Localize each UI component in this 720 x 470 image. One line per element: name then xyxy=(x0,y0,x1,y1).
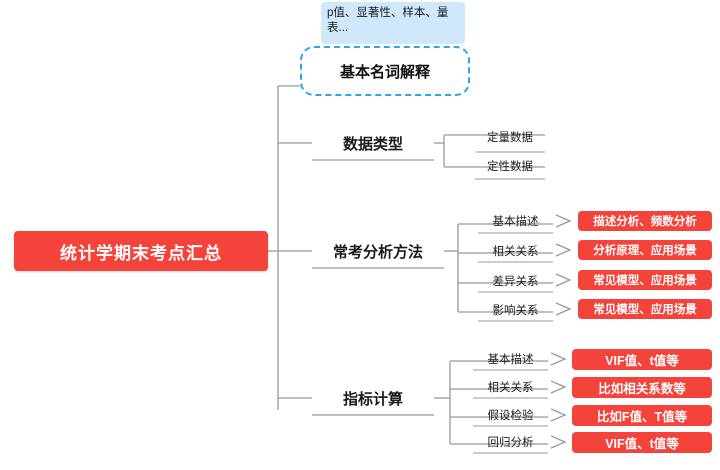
sub-node-label: 相关关系 xyxy=(487,381,534,394)
branch-label: 数据类型 xyxy=(342,135,403,153)
sub-node-label: 定量数据 xyxy=(487,132,533,144)
sub-node-相关关系-2[interactable]: 相关关系 xyxy=(473,376,548,397)
sub-node-基本描述-2[interactable]: 基本描述 xyxy=(473,348,548,369)
sub-node-label: 差异关系 xyxy=(492,275,539,288)
result-node-label: 常见模型、应用场景 xyxy=(593,304,697,316)
result-node-label: 描述分析、频数分析 xyxy=(593,216,697,228)
sub-node-label: 相关关系 xyxy=(492,245,539,258)
sub-node-差异关系[interactable]: 差异关系 xyxy=(478,270,553,291)
branch-node-指标计算[interactable]: 指标计算 xyxy=(312,385,434,411)
sub-node-相关关系[interactable]: 相关关系 xyxy=(478,240,553,261)
result-node-label: 分析原理、应用场景 xyxy=(593,245,697,257)
sub-node-定量数据[interactable]: 定量数据 xyxy=(475,126,545,148)
result-node-vif值t值等-1[interactable]: VIF值、t值等 xyxy=(572,349,712,370)
result-node-vif值t值等-2[interactable]: VIF值、t值等 xyxy=(572,432,712,453)
sub-node-label: 基本描述 xyxy=(492,215,539,228)
branch-node-常考分析方法[interactable]: 常考分析方法 xyxy=(312,238,444,264)
result-node-label: 比如F值、T值等 xyxy=(596,410,688,424)
root-node-label: 统计学期末考点汇总 xyxy=(60,243,222,263)
sub-node-基本描述[interactable]: 基本描述 xyxy=(478,210,553,231)
result-node-label: VIF值、t值等 xyxy=(605,437,679,451)
sub-node-label: 回归分析 xyxy=(487,436,534,449)
result-node-分析原理应用场景[interactable]: 分析原理、应用场景 xyxy=(578,240,712,260)
sub-node-label: 定性数据 xyxy=(487,161,533,173)
sub-node-定性数据[interactable]: 定性数据 xyxy=(475,155,545,177)
sub-node-影响关系[interactable]: 影响关系 xyxy=(478,299,553,320)
root-node[interactable]: 统计学期末考点汇总 xyxy=(14,231,268,271)
result-node-描述分析频数分析[interactable]: 描述分析、频数分析 xyxy=(578,211,712,231)
result-node-比如相关系数等[interactable]: 比如相关系数等 xyxy=(572,377,712,398)
branch-label: 基本名词解释 xyxy=(339,63,430,81)
sub-node-label: 假设检验 xyxy=(487,409,534,422)
sub-node-假设检验[interactable]: 假设检验 xyxy=(473,404,548,425)
branch-node-基本名词解释[interactable]: 基本名词解释 xyxy=(300,46,470,96)
result-node-label: 常见模型、应用场景 xyxy=(593,275,697,287)
note-box-label: p值、显著性、样本、量表... xyxy=(327,7,449,34)
sub-node-回归分析[interactable]: 回归分析 xyxy=(473,431,548,452)
result-node-常见模型应用场景-1[interactable]: 常见模型、应用场景 xyxy=(578,270,712,290)
branch-label: 常考分析方法 xyxy=(332,243,423,261)
branch-label: 指标计算 xyxy=(342,390,403,408)
sub-node-label: 基本描述 xyxy=(487,353,534,366)
result-node-label: 比如相关系数等 xyxy=(598,382,686,396)
sub-node-label: 影响关系 xyxy=(492,304,539,317)
result-node-label: VIF值、t值等 xyxy=(605,354,679,368)
result-node-比如f值t值等[interactable]: 比如F值、T值等 xyxy=(572,405,712,426)
note-box[interactable]: p值、显著性、样本、量表... xyxy=(321,2,465,44)
branch-node-数据类型[interactable]: 数据类型 xyxy=(312,130,434,156)
result-node-常见模型应用场景-2[interactable]: 常见模型、应用场景 xyxy=(578,299,712,319)
